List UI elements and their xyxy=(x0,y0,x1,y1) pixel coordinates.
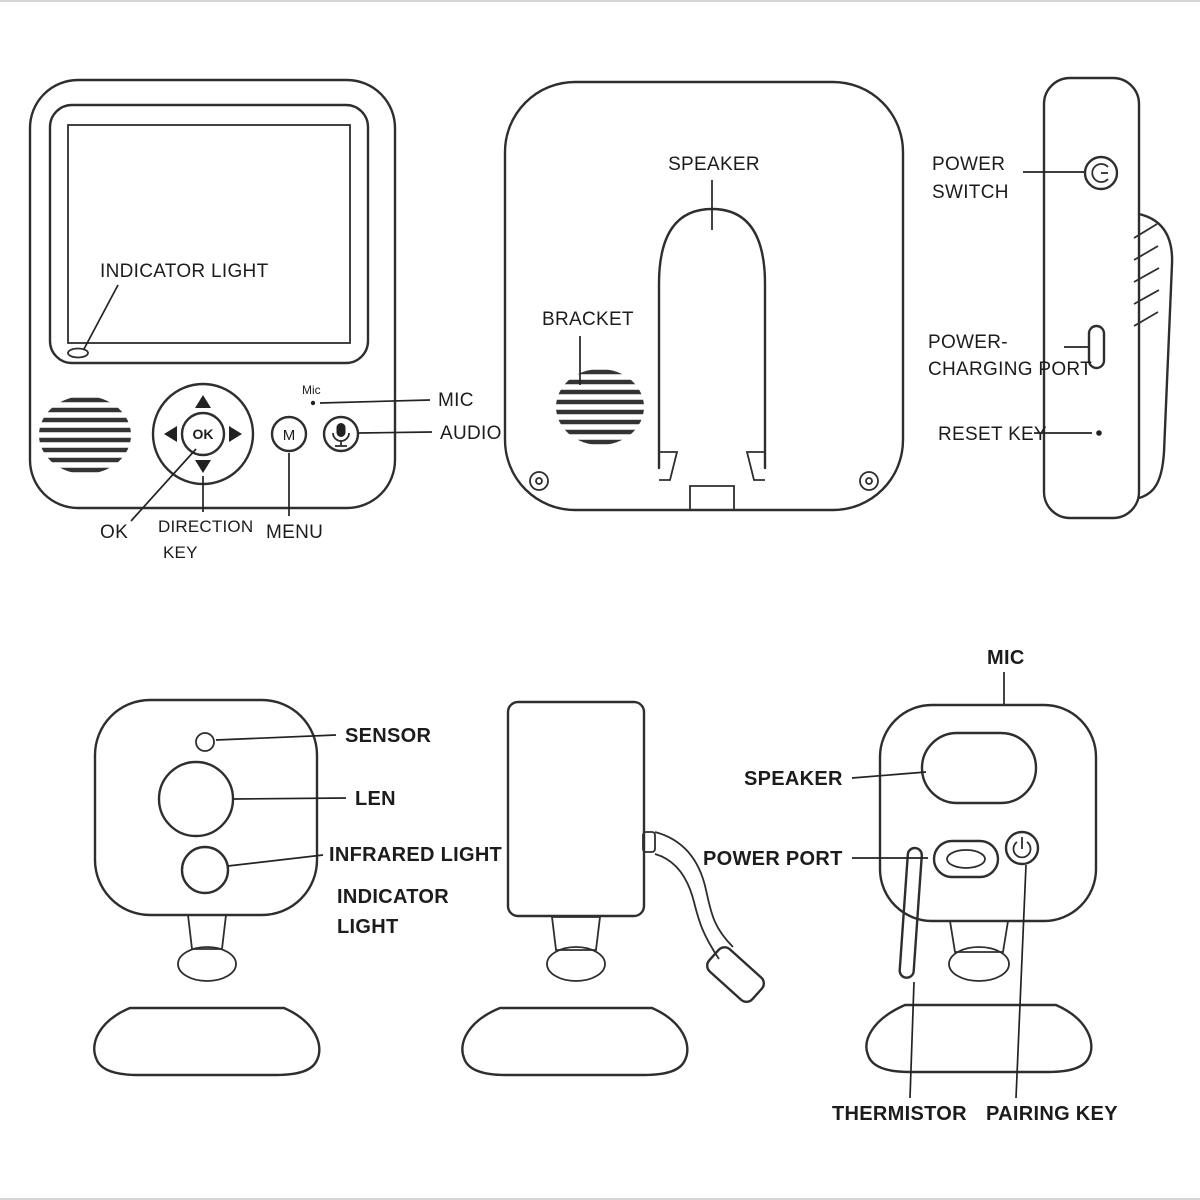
ok-button-label: OK xyxy=(193,426,214,442)
dpad-left-icon[interactable] xyxy=(164,426,177,442)
monitor-front-body xyxy=(28,78,397,510)
camera-front-neck xyxy=(186,914,228,950)
mic-icon xyxy=(332,423,350,447)
monitor-back-body xyxy=(503,80,905,512)
dpad-right-icon[interactable] xyxy=(229,426,242,442)
power-icon xyxy=(1012,837,1032,859)
monitor-side-body xyxy=(1042,76,1141,520)
leader-mic xyxy=(319,399,431,404)
direction-pad[interactable]: OK xyxy=(151,382,255,486)
label-reset-key: RESET KEY xyxy=(938,424,1047,445)
leader-indicator-light xyxy=(83,284,119,350)
camera-front-base xyxy=(93,1006,321,1077)
ok-button[interactable] xyxy=(180,411,226,457)
label-mic: MIC xyxy=(438,390,474,411)
power-cable xyxy=(654,831,766,1004)
label-len: LEN xyxy=(355,788,396,810)
leader-infrared-light xyxy=(227,854,324,867)
label-power-switch-1: POWER xyxy=(932,154,1005,175)
label-charging-port-1: POWER- xyxy=(928,332,1008,353)
label-menu: MENU xyxy=(266,522,323,543)
dpad-up-icon[interactable] xyxy=(195,395,211,408)
camera-back-base xyxy=(865,1003,1093,1074)
back-speaker-grille-icon xyxy=(556,369,644,445)
camera-back-neck xyxy=(948,920,1010,953)
monitor-side-view: POWER SWITCH POWER- CHARGING PORT RESET … xyxy=(928,76,1174,520)
label-sensor: SENSOR xyxy=(345,725,432,747)
camera-front-view: SENSOR LEN INFRARED LIGHT INDICATOR LIGH… xyxy=(93,698,502,1077)
lens xyxy=(157,760,235,838)
label-power-port: POWER PORT xyxy=(703,848,843,870)
label-infrared-light: INFRARED LIGHT xyxy=(329,844,502,866)
leader-audio xyxy=(358,431,433,434)
monitor-back-view: SPEAKER BRACKET xyxy=(503,80,905,512)
thermistor-probe xyxy=(898,846,923,979)
leader-sensor xyxy=(215,734,337,741)
camera-front-joint xyxy=(177,946,237,982)
leader-ok xyxy=(130,448,197,522)
belt-clip xyxy=(1137,212,1174,500)
label-audio: AUDIO xyxy=(440,423,502,444)
cable-outlet xyxy=(642,831,656,853)
leader-len xyxy=(233,797,347,800)
screen-bezel xyxy=(48,103,370,365)
power-plug xyxy=(706,946,766,1004)
clip-serrations xyxy=(1133,223,1160,327)
label-cam-speaker: SPEAKER xyxy=(744,768,843,790)
bracket-stand xyxy=(657,207,767,470)
stand-slot xyxy=(689,485,735,509)
camera-side-head xyxy=(506,700,646,918)
screen xyxy=(67,124,351,344)
label-thermistor: THERMISTOR xyxy=(832,1103,967,1125)
label-cam-indicator-1: INDICATOR xyxy=(337,886,449,908)
leader-thermistor xyxy=(909,981,915,1099)
camera-back-view: MIC SPEAKER POWER PORT THERMISTOR PAIRIN… xyxy=(703,647,1118,1125)
menu-button-label: M xyxy=(283,427,296,444)
pairing-key-button[interactable] xyxy=(1004,830,1040,866)
audio-button[interactable] xyxy=(322,415,360,453)
label-direction-key-1: DIRECTION xyxy=(158,517,253,536)
camera-speaker-grille-icon xyxy=(920,731,1038,805)
camera-back-head xyxy=(878,703,1098,923)
indicator-light xyxy=(67,347,89,359)
camera-side-view xyxy=(461,700,766,1077)
monitor-front-view: OK M Mic INDICATOR LIGHT MIC AUDIO xyxy=(28,78,502,562)
bracket-foot-right xyxy=(745,451,765,481)
bracket-foot-left xyxy=(659,451,679,481)
dpad-down-icon[interactable] xyxy=(195,460,211,473)
power-icon xyxy=(1091,163,1109,183)
camera-side-neck xyxy=(550,916,602,951)
label-ok: OK xyxy=(100,522,128,543)
label-cam-indicator-2: LIGHT xyxy=(337,916,399,938)
screw-left xyxy=(529,471,549,491)
mic-hole-marking: Mic xyxy=(302,383,321,397)
label-pairing-key: PAIRING KEY xyxy=(986,1103,1118,1125)
leader-cam-speaker xyxy=(851,771,927,779)
label-charging-port-2: CHARGING PORT xyxy=(928,359,1092,380)
leader-pairing-key xyxy=(1015,864,1027,1099)
label-indicator-light: INDICATOR LIGHT xyxy=(100,261,269,282)
label-cam-mic: MIC xyxy=(987,647,1025,669)
screw-right xyxy=(859,471,879,491)
camera-back-joint xyxy=(948,946,1010,982)
label-bracket: BRACKET xyxy=(542,309,634,330)
sensor xyxy=(195,732,215,752)
charging-port[interactable] xyxy=(1087,324,1106,370)
power-switch-button[interactable] xyxy=(1083,155,1119,191)
camera-power-port[interactable] xyxy=(932,839,1000,879)
infrared-light xyxy=(180,845,230,895)
camera-side-joint xyxy=(546,946,606,982)
menu-button[interactable] xyxy=(270,415,308,453)
camera-side-base xyxy=(461,1006,689,1077)
label-speaker: SPEAKER xyxy=(668,154,760,175)
label-power-switch-2: SWITCH xyxy=(932,182,1009,203)
reset-key-hole[interactable] xyxy=(1096,430,1102,436)
speaker-grille-icon xyxy=(39,397,131,473)
label-direction-key-2: KEY xyxy=(163,543,198,562)
mic-hole xyxy=(310,400,316,406)
